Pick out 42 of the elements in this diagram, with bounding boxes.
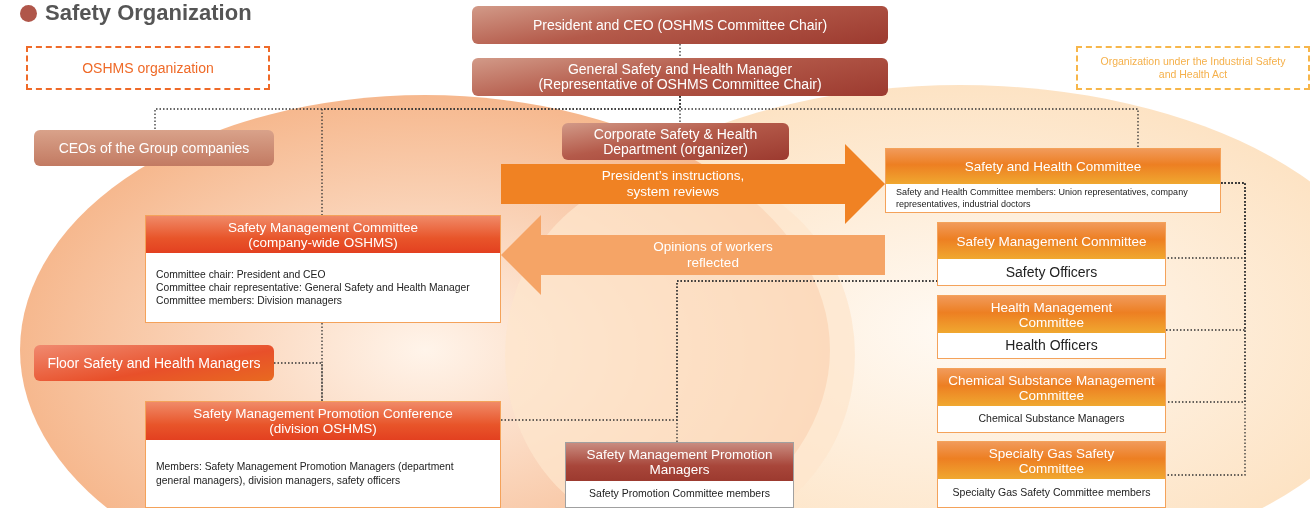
committee-card	[937, 222, 1166, 286]
member-text: Safety Officers	[1004, 263, 1099, 281]
member-text: Committee chair: President and CEO	[156, 267, 327, 281]
committee-card	[885, 148, 1221, 213]
member-text: Members: Safety Management Promotion Managers (department general managers), division managers, safety officers	[156, 460, 455, 487]
member-text: Committee chair representative: General Safety and Health Manager	[156, 280, 471, 295]
committee-card	[565, 442, 794, 508]
committee-card	[937, 295, 1166, 359]
member-text: Safety Promotion Committee members	[588, 487, 771, 501]
committee-header: Chemical Substance Management Committee	[938, 369, 1165, 406]
connector-line	[679, 43, 681, 59]
member-text: Safety and Health Committee members: Union representatives, company representatives, industrial doctors	[896, 186, 1189, 210]
committee-header: Safety Management Promotion Managers	[566, 443, 793, 481]
committee-header: Specialty Gas Safety Committee	[938, 442, 1165, 479]
org-box: General Safety and Health Manager (Representative of OSHMS Committee Chair)	[472, 58, 888, 96]
org-box: CEOs of the Group companies	[34, 130, 274, 166]
committee-header: Safety Management Promotion Conference (division OSHMS)	[146, 402, 500, 440]
legend-box: Organization under the Industrial Safety and Health Act	[1076, 46, 1310, 90]
committee-header: Safety and Health Committee	[886, 149, 1220, 184]
legend-box: OSHMS organization	[26, 46, 270, 90]
committee-header: Health Management Committee	[938, 296, 1165, 333]
committee-card	[145, 401, 501, 508]
connector-line	[679, 95, 1139, 149]
connector-line	[1165, 182, 1246, 476]
org-box: Corporate Safety & Health Department (organizer)	[562, 123, 789, 160]
diagram-title: Safety Organization	[45, 0, 252, 26]
org-box: Floor Safety and Health Managers	[34, 345, 274, 381]
member-text: Health Officers	[1004, 337, 1099, 354]
edge-label: President’s instructions, system reviews	[600, 168, 746, 200]
connector-line	[273, 362, 323, 402]
committee-header: Safety Management Committee (company-wide OSHMS)	[146, 216, 500, 253]
org-box: President and CEO (OSHMS Committee Chair)	[472, 6, 888, 44]
edge-label: Opinions of workers reflected	[652, 239, 774, 271]
flow-arrow	[501, 215, 885, 295]
committee-card	[145, 215, 501, 323]
flow-arrow	[501, 144, 885, 224]
committee-card	[937, 368, 1166, 433]
member-text: Committee members: Division managers	[156, 294, 343, 308]
committee-card	[937, 441, 1166, 508]
member-text: Chemical Substance Managers	[977, 412, 1126, 426]
member-text: Specialty Gas Safety Committee members	[951, 486, 1152, 500]
committee-header: Safety Management Committee	[938, 223, 1165, 259]
